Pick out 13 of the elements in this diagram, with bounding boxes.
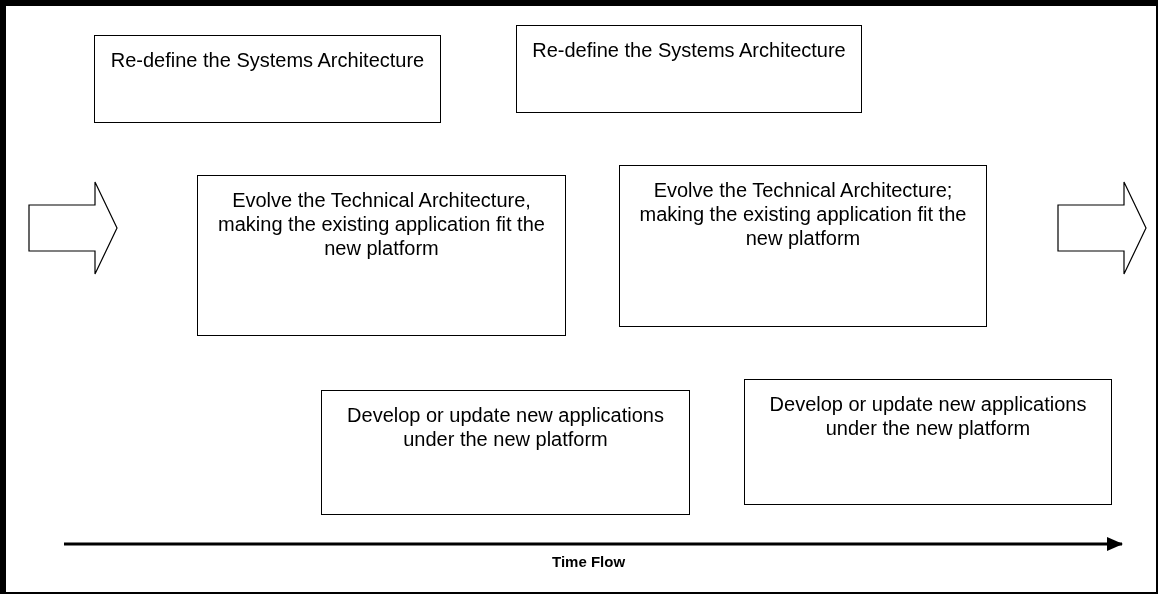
process-box bbox=[321, 390, 690, 515]
box-text: Develop or update new applications under the new platform bbox=[346, 403, 665, 451]
box-text: Evolve the Technical Architecture, making the existing application fit the new platform bbox=[217, 188, 546, 260]
process-box bbox=[619, 165, 987, 327]
process-box bbox=[94, 35, 441, 123]
process-box bbox=[516, 25, 862, 113]
box-text: Develop or update new applications under the new platform bbox=[768, 392, 1088, 440]
axis-label: Time Flow bbox=[552, 553, 626, 570]
process-box bbox=[744, 379, 1112, 505]
box-text: Evolve the Technical Architecture; making the existing application fit the new platform bbox=[638, 178, 968, 250]
process-box bbox=[197, 175, 566, 336]
box-text: Re-define the Systems Architecture bbox=[532, 38, 846, 62]
box-text: Re-define the Systems Architecture bbox=[110, 48, 425, 72]
